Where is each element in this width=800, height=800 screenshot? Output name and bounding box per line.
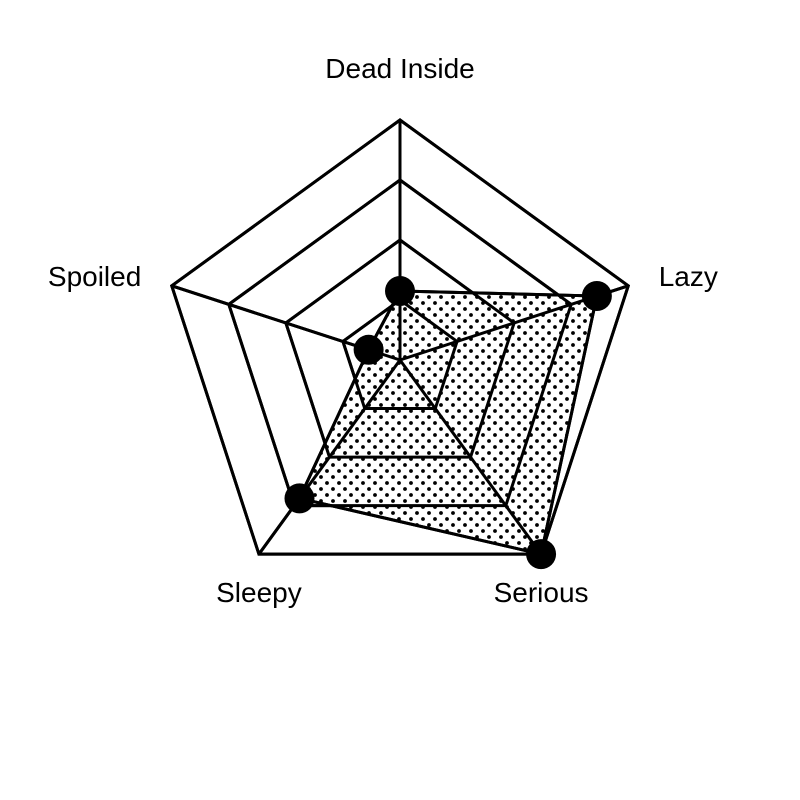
data-point-dead-inside: [385, 276, 415, 306]
axis-label-spoiled: Spoiled: [48, 261, 141, 292]
grid-ring-overlay-2: [284, 238, 516, 459]
axis-label-serious: Serious: [494, 577, 589, 608]
grid-ring-overlay-3: [227, 178, 573, 508]
series-area: [297, 289, 599, 556]
data-point-lazy: [581, 281, 612, 312]
data-point-spoiled: [353, 334, 384, 365]
axis-label-dead-inside: Dead Inside: [325, 53, 474, 84]
grid-ring-overlay-4: [169, 118, 631, 556]
radar-series: [169, 118, 631, 570]
axis-label-sleepy: Sleepy: [216, 577, 302, 608]
grid-ring-overlay-1: [341, 298, 459, 411]
data-point-sleepy: [284, 483, 315, 514]
axis-label-lazy: Lazy: [659, 261, 718, 292]
data-point-serious: [526, 539, 557, 570]
